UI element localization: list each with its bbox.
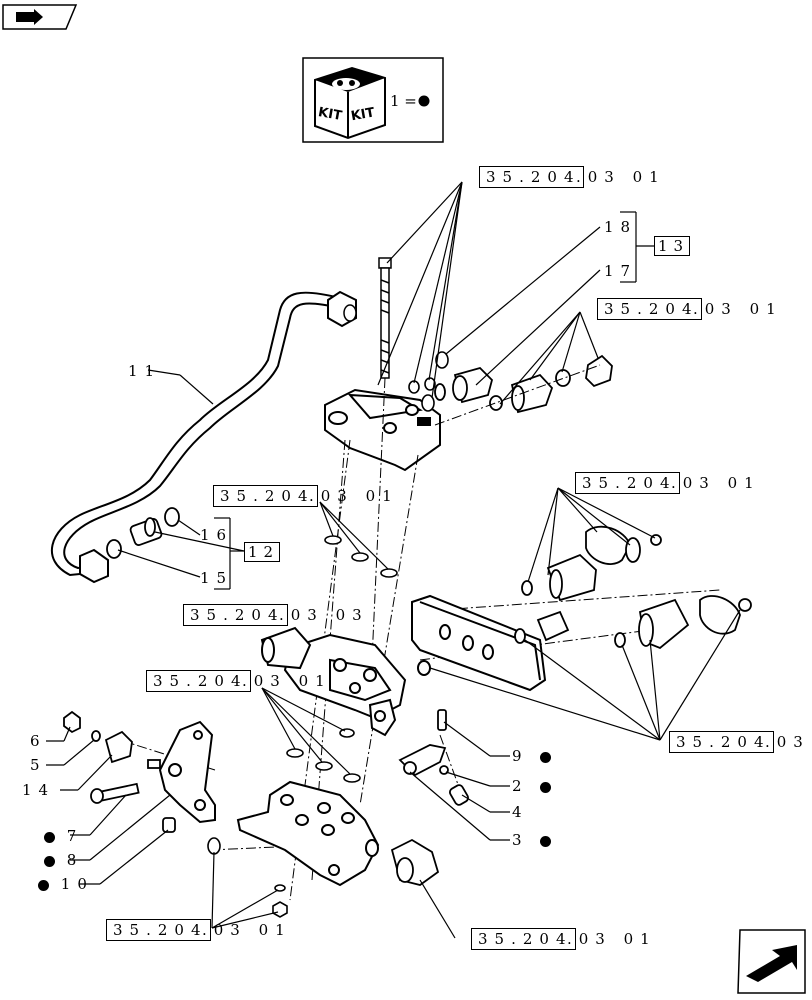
callout-15: 15 <box>200 569 234 587</box>
kit-dot-icon <box>540 781 552 793</box>
bolt-and-clamp <box>63 710 176 833</box>
ref-left-mid-code[interactable]: 35.204 <box>213 485 318 507</box>
bottom-seals <box>207 837 288 918</box>
callout-8-text: 8 <box>66 851 84 869</box>
coupler-block <box>411 594 547 692</box>
callout-9-text: 9 <box>512 747 529 765</box>
callout-3-text: 3 <box>512 831 529 849</box>
kit-dot-icon <box>540 751 552 763</box>
ref-top-suffix: .03 01 <box>576 168 666 186</box>
callout-3: 3 <box>512 831 552 849</box>
relief-valve-cartridge <box>434 354 613 414</box>
callout-11: 11 <box>128 362 162 380</box>
callout-13-box: 13 <box>654 236 691 256</box>
end-cover-top <box>324 388 441 472</box>
kit-dot-icon <box>38 879 49 891</box>
ref-right-lower-suffix: .03 <box>765 733 810 751</box>
lever-assembly <box>398 709 469 806</box>
back-tab-icon[interactable] <box>2 4 78 30</box>
kit-box-icon: KIT KIT <box>314 66 386 140</box>
kit-dot-icon <box>540 835 552 847</box>
valve-section-middle <box>260 626 407 737</box>
callout-10-text: 10 <box>60 875 94 893</box>
callout-12-box: 12 <box>244 542 281 562</box>
ref-left-lower-code[interactable]: 35.204 <box>146 670 251 692</box>
callout-18: 18 <box>604 218 638 236</box>
ref-right-lower-code[interactable]: 35.204 <box>669 731 774 753</box>
kit-dot-icon <box>44 855 55 867</box>
callout-5: 5 <box>30 756 47 774</box>
svg-text:KIT: KIT <box>350 105 376 124</box>
stud-bolt <box>378 257 392 379</box>
end-cover-bottom <box>236 780 380 887</box>
ref-bottom-right-suffix: .03 01 <box>567 930 657 948</box>
callout-9: 9 <box>512 747 552 765</box>
callout-8: 8 <box>44 851 83 869</box>
ref-right-mid-code[interactable]: 35.204 <box>575 472 680 494</box>
forward-tab-icon[interactable] <box>737 929 806 994</box>
callout-7-text: 7 <box>66 827 84 845</box>
kit-equation: 1 = <box>390 92 417 110</box>
kit-equation-text: 1 = <box>390 92 417 110</box>
pipe-nut-top <box>327 290 357 328</box>
callout-10: 10 <box>38 875 94 893</box>
ref-right-upper-suffix: .03 01 <box>693 300 783 318</box>
pipe-nut-bottom <box>79 548 109 584</box>
quick-couplers <box>514 525 752 650</box>
fitting-left <box>106 507 180 559</box>
ref-right-mid-suffix: .03 01 <box>671 474 761 492</box>
ref-left-lower-suffix: .03 01 <box>242 672 332 690</box>
ref-left-03-suffix: .03 03 <box>279 606 369 624</box>
ref-left-03-code[interactable]: 35.204 <box>183 604 288 626</box>
ref-top-code[interactable]: 35.204 <box>479 166 584 188</box>
mounting-bracket <box>158 720 216 824</box>
svg-text:KIT: KIT <box>317 105 343 124</box>
ref-bottom-right-code[interactable]: 35.204 <box>471 928 576 950</box>
callout-7: 7 <box>44 827 83 845</box>
ref-bottom-left-code[interactable]: 35.204 <box>106 919 211 941</box>
callout-2-text: 2 <box>512 777 529 795</box>
callout-4: 4 <box>512 803 529 821</box>
callout-17: 17 <box>604 262 638 280</box>
callout-16: 16 <box>200 526 234 544</box>
small-seals-top <box>408 351 449 412</box>
kit-dot-icon <box>418 95 430 107</box>
kit-dot-icon <box>44 831 55 843</box>
callout-14: 14 <box>22 781 56 799</box>
leader-lines <box>46 181 741 939</box>
callout-2: 2 <box>512 777 552 795</box>
bottom-fitting <box>390 838 440 886</box>
callout-6: 6 <box>30 732 47 750</box>
pipe-assembly <box>50 291 341 577</box>
ref-bottom-left-suffix: .03 01 <box>202 921 292 939</box>
ref-right-upper-code[interactable]: 35.204 <box>597 298 702 320</box>
ref-left-mid-suffix: .03 01 <box>309 487 399 505</box>
